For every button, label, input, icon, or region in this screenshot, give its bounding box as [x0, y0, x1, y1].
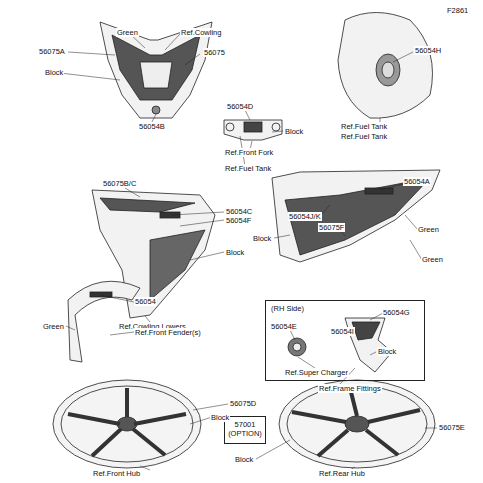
reference-note: Ref.Rear Hub	[318, 469, 366, 478]
top-bracket	[224, 120, 282, 140]
tail-cowl	[272, 170, 440, 262]
callout-number: 56054E	[270, 322, 298, 331]
reference-note: Ref.Frame Fittings	[318, 384, 382, 393]
callout-number: 56075A	[38, 47, 66, 56]
reference-note: Ref.Fuel Tank	[224, 164, 272, 173]
color-note: Green	[42, 322, 65, 331]
reference-note: Ref.Super Charger	[284, 368, 349, 377]
option-note: (OPTION)	[227, 429, 263, 438]
reference-note: Ref.Fuel Tank	[340, 122, 388, 131]
callout-number: 56054C	[225, 207, 253, 216]
color-note: Block	[225, 248, 245, 257]
leader-lines	[60, 34, 437, 470]
callout-number: 56075B/C	[102, 179, 137, 188]
callout-number: 56054F	[225, 216, 252, 225]
color-note: Green	[116, 28, 139, 37]
callout-number: 56054D	[226, 102, 254, 111]
reference-note: Ref.Front Fork	[224, 148, 274, 157]
color-note: Block	[234, 455, 254, 464]
callout-number: 56054H	[414, 46, 442, 55]
callout-number: 56075E	[438, 423, 466, 432]
callout-number: 56075	[203, 48, 226, 57]
callout-number: 56054A	[403, 177, 431, 186]
side-cowling	[92, 190, 215, 318]
callout-number: 56054B	[138, 122, 166, 131]
color-note: Block	[377, 347, 397, 356]
callout-number: 56054J/K	[288, 212, 322, 221]
color-note: Block	[252, 234, 272, 243]
color-note: Block	[210, 413, 230, 422]
callout-number: 56075D	[229, 399, 257, 408]
part-number: 57001	[227, 420, 263, 429]
callout-number: 56054I	[330, 327, 355, 336]
callout-number: 56054	[134, 297, 157, 306]
color-note: Green	[417, 225, 440, 234]
reference-note: Ref.Front Hub	[92, 469, 141, 478]
frame-fitting	[288, 318, 392, 372]
rear-wheel	[279, 380, 435, 468]
callout-number: 56075F	[318, 223, 345, 232]
color-note: Block	[284, 127, 304, 136]
reference-note: Ref.Front Fender(s)	[134, 328, 202, 337]
reference-note: Ref.Cowling	[180, 28, 222, 37]
front-wheel	[53, 380, 201, 468]
fuel-tank	[338, 13, 433, 119]
callout-number: 56054G	[382, 308, 411, 317]
figure-number: F2861	[446, 6, 469, 15]
color-note: Green	[421, 255, 444, 264]
color-note: Block	[44, 68, 64, 77]
reference-note: Ref.Fuel Tank	[340, 132, 388, 141]
